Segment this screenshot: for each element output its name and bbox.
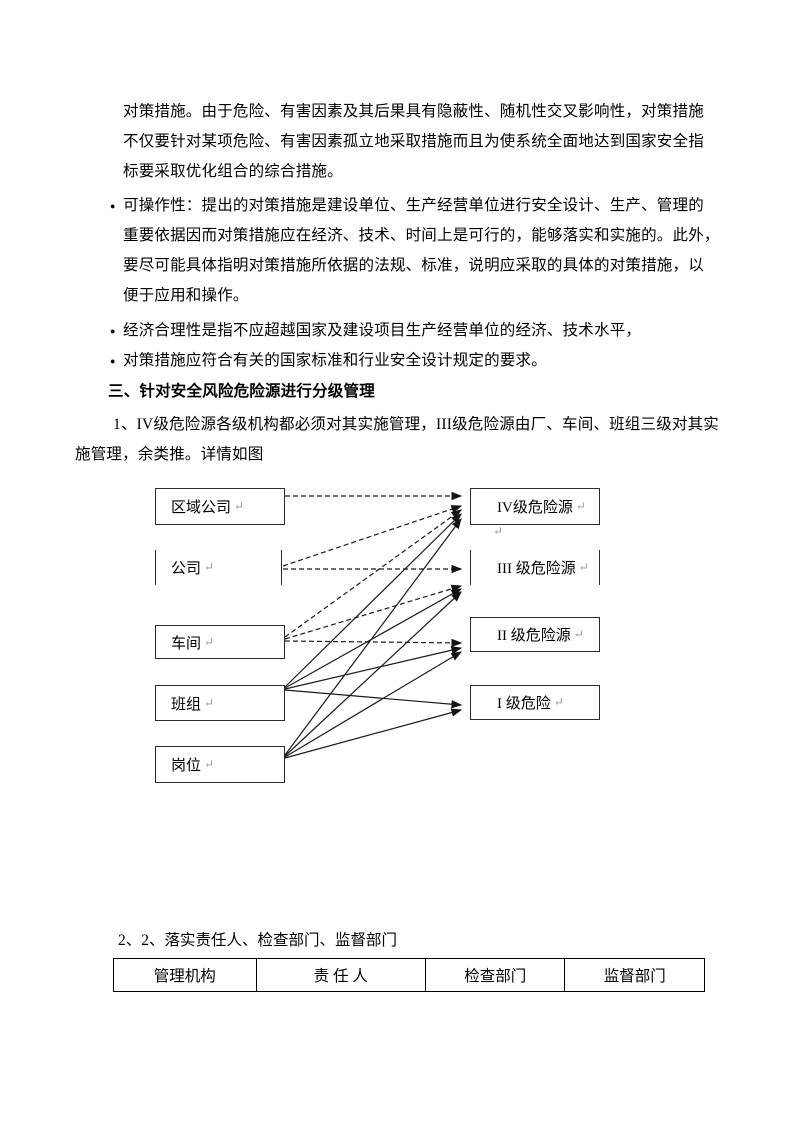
body-line: 要尽可能具体指明对策措施所依据的法规、标准，说明应采取的具体的对策措施，以 [123,257,704,274]
arrow-post-to-i [284,708,463,759]
arrow-post-to-ii [284,651,463,758]
table-header-cell: 管理机构 [153,968,216,985]
diagram-box-post: 岗位↵ [155,746,285,783]
table-header-cell: 检查部门 [424,959,565,991]
diagram-box-level-ii: II 级危险源↵ [470,617,600,652]
section-heading: 三、针对安全风险危险源进行分级管理 [108,383,375,400]
bullet-icon: ● [110,356,116,366]
diagram-box-region-company: 区域公司↵ [155,488,285,525]
diagram-box-label: III 级危险源 [497,561,576,577]
connector-arrows [282,491,463,759]
diagram-box-label: 区域公司 [171,500,232,516]
arrow-team-to-iv [284,513,462,688]
diagram-box-team: 班组↵ [155,685,285,721]
subsection-caption: 2、2、落实责任人、检查部门、监督部门 [118,932,398,949]
body-text-block: 对策措施。由于危险、有害因素及其后果具有隐蔽性、随机性交叉影响性，对策措施 不仅… [75,97,720,470]
arrow-team-to-i [284,689,463,709]
diagram-box-level-iii: III 级危险源↵ [470,550,600,585]
table-header-cell: 监督部门 [564,959,704,991]
return-mark-icon: ↵ [553,695,564,709]
body-line: 重要依据因而对策措施应在经济、技术、时间上是可行的，能够落实和实施的。此外， [123,227,720,244]
bullet-icon: ● [110,326,116,336]
risk-level-diagram: 区域公司↵ 公司↵ 车间↵ 班组↵ 岗位↵ IV级危险源↵ III 级危险源↵ … [0,480,793,815]
diagram-box-company: 公司↵ [155,550,282,585]
diagram-box-label: 车间 [171,635,202,652]
arrow-post-to-iii [284,591,462,757]
diagram-box-workshop: 车间↵ [155,625,285,659]
responsibility-table: 管理机构 责 任 人 检查部门 监督部门 [113,958,705,992]
body-line: 不仅要针对某项危险、有害因素孤立地采取措施而且为使系统全面地达到国家安全指 [123,133,704,150]
diagram-box-label: II 级危险源 [497,628,571,644]
body-line: 标要采取优化组合的综合措施。 [123,163,343,180]
return-mark-icon: ↵ [573,627,584,641]
arrow-team-to-iii [284,588,463,689]
return-mark-icon: ↵ [578,560,589,574]
bullet-item-line: ● 经济合理性是指不应超越国家及建设项目生产经营单位的经济、技术水平， [75,316,715,346]
bullet-item-line: ● 对策措施应符合有关的国家标准和行业安全设计规定的要求。 [75,346,715,376]
body-line: 1、IV级危险源各级机构都必须对其实施管理，III级危险源由厂、车间、班组三级对… [113,416,719,433]
arrow-post-to-iv [284,518,462,756]
body-line: 对策措施。由于危险、有害因素及其后果具有隐蔽性、随机性交叉影响性，对策措施 [123,103,704,120]
diagram-box-label: I 级危险 [497,696,551,712]
arrow-workshop-to-iii [284,584,463,640]
arrow-workshop-to-iv [284,509,462,638]
arrow-workshop-to-ii [284,638,463,648]
body-line: 便于应用和操作。 [123,287,249,304]
return-mark-icon: ↵ [493,524,504,538]
arrow-company-to-iv [282,505,463,567]
diagram-box-level-iv: IV级危险源↵ [470,488,600,525]
return-mark-icon: ↵ [234,499,245,513]
diagram-box-level-i: I 级危险↵ [470,685,600,720]
return-mark-icon: ↵ [204,757,215,771]
diagram-box-label: 班组 [171,696,202,713]
bullet-icon: ● [110,201,116,211]
arrow-team-to-ii [284,646,463,690]
table-header-cell: 责 任 人 [255,959,425,991]
diagram-box-label: 岗位 [171,758,202,774]
return-mark-icon: ↵ [204,560,215,574]
bullet-item-line: ● 可操作性：提出的对策措施是建设单位、生产经营单位进行安全设计、生产、管理的 [75,191,715,221]
body-line: 施管理，余类推。详情如图 [75,446,264,463]
diagram-box-label: 公司 [171,561,202,577]
bullet-item-text: 对策措施应符合有关的国家标准和行业安全设计规定的要求。 [123,352,547,369]
return-mark-icon: ↵ [575,499,586,513]
bullet-item-text: 经济合理性是指不应超越国家及建设项目生产经营单位的经济、技术水平， [123,322,642,339]
return-mark-icon: ↵ [204,695,215,710]
return-mark-icon: ↵ [204,634,215,649]
bullet-item-text: 可操作性：提出的对策措施是建设单位、生产经营单位进行安全设计、生产、管理的 [123,197,704,214]
diagram-box-label: IV级危险源 [497,500,573,516]
